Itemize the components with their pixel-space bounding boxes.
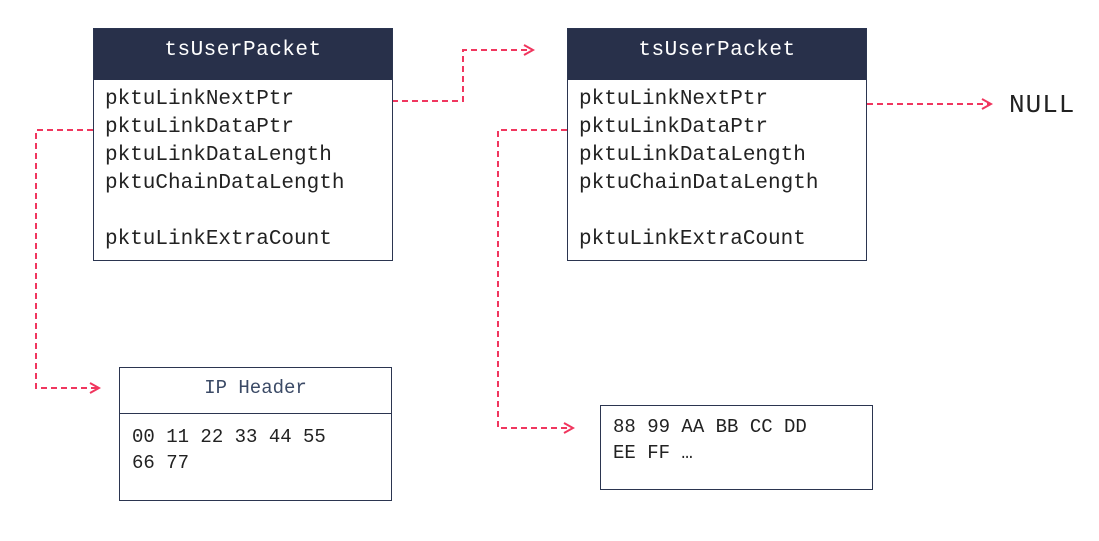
next-ptr-arrow-1 [392,50,533,102]
packet-fields: pktuLinkNextPtr pktuLinkDataPtr pktuLink… [568,80,866,254]
packet-title: tsUserPacket [94,29,392,80]
ip-header-data-box: IP Header 00 11 22 33 44 55 66 77 [119,367,392,501]
field-link-extra-count: pktuLinkExtraCount [579,228,806,251]
payload-data-box: 88 99 AA BB CC DD EE FF … [600,405,873,490]
data-ptr-arrow-1 [35,129,99,388]
data-box-body: 00 11 22 33 44 55 66 77 [120,414,391,476]
field-chain-data-length: pktuChainDataLength [105,172,345,195]
user-packet-2: tsUserPacket pktuLinkNextPtr pktuLinkDat… [567,28,867,261]
packet-title: tsUserPacket [568,29,866,80]
field-link-next-ptr: pktuLinkNextPtr [579,88,769,111]
packet-fields: pktuLinkNextPtr pktuLinkDataPtr pktuLink… [94,80,392,254]
data-bytes-line: EE FF … [613,442,693,464]
field-chain-data-length: pktuChainDataLength [579,172,819,195]
data-box-body: 88 99 AA BB CC DD EE FF … [601,406,872,466]
data-ptr-arrow-2 [497,129,573,428]
field-link-extra-count: pktuLinkExtraCount [105,228,332,251]
field-link-data-ptr: pktuLinkDataPtr [579,116,769,139]
data-bytes-line: 88 99 AA BB CC DD [613,416,807,438]
data-box-header: IP Header [120,368,391,414]
data-bytes-line: 66 77 [132,452,190,474]
field-link-next-ptr: pktuLinkNextPtr [105,88,295,111]
user-packet-1: tsUserPacket pktuLinkNextPtr pktuLinkDat… [93,28,393,261]
field-link-data-ptr: pktuLinkDataPtr [105,116,295,139]
field-link-data-length: pktuLinkDataLength [579,144,806,167]
data-bytes-line: 00 11 22 33 44 55 [132,426,326,448]
field-link-data-length: pktuLinkDataLength [105,144,332,167]
null-label: NULL [1009,90,1076,120]
